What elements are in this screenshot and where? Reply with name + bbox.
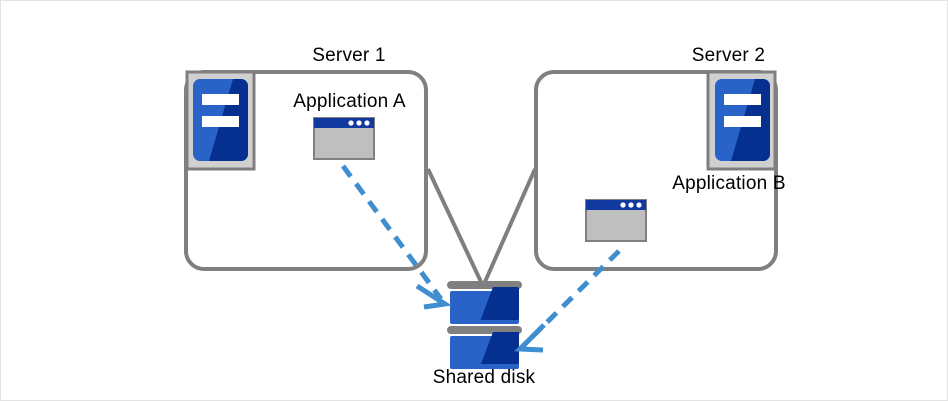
connector-server1-to-disk (426, 168, 484, 285)
application-window-icon (313, 117, 375, 160)
application-b-label: Application B (672, 173, 786, 194)
arrow-app-b-to-disk (514, 249, 621, 353)
server-1-label: Server 1 (312, 45, 386, 66)
shared-disk-label: Shared disk (432, 367, 536, 388)
connector-server2-to-disk (482, 168, 537, 285)
arrow-app-a-to-disk (340, 164, 452, 310)
disk-stack-icon (447, 281, 522, 369)
server-icon (706, 70, 777, 171)
application-window-icon (585, 199, 647, 242)
server-2-label: Server 2 (691, 45, 766, 66)
application-a-label: Application A (293, 91, 406, 112)
server-icon (185, 70, 256, 171)
